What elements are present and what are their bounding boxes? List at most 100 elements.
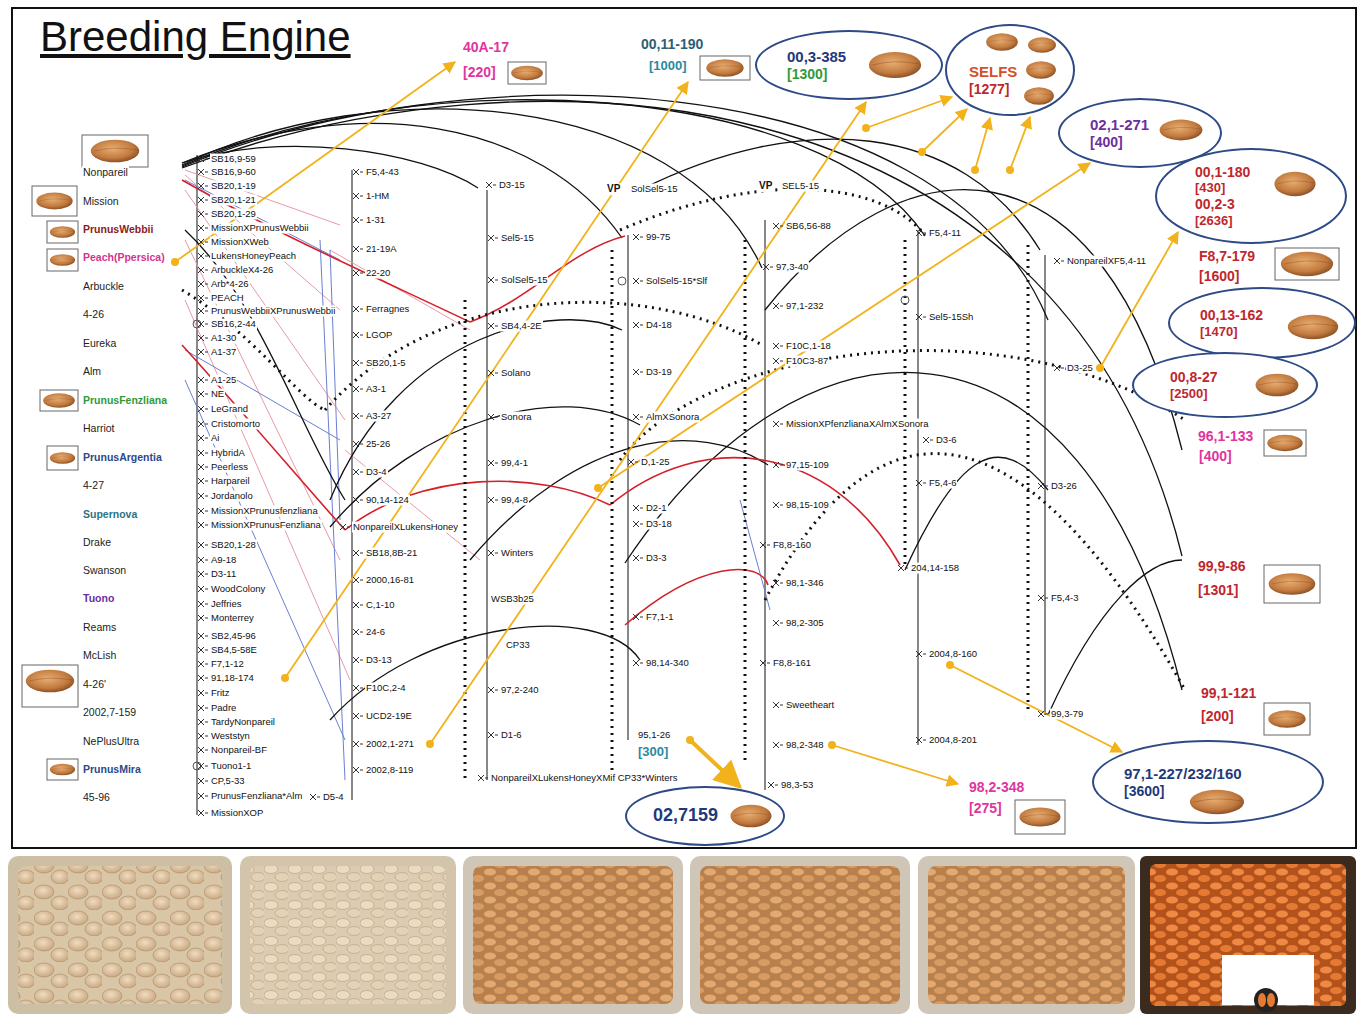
parent-label: Supernova bbox=[82, 508, 138, 520]
selection-label: A1-37 bbox=[210, 347, 237, 358]
cross-mark bbox=[198, 321, 208, 327]
selection-label: SB4,5-58E bbox=[210, 645, 258, 656]
cross-mark bbox=[198, 810, 208, 816]
selection-label: ArbuckleX4-26 bbox=[210, 265, 274, 276]
callout-ellipse: 00,8-27[2500] bbox=[1132, 352, 1318, 418]
almond-photo bbox=[985, 32, 1019, 52]
callout-ellipse: 02,7159 bbox=[625, 786, 785, 846]
cross-mark bbox=[198, 464, 208, 470]
selection-label: 97,15-109 bbox=[785, 460, 830, 471]
cross-mark bbox=[198, 377, 208, 383]
cross-mark bbox=[1038, 711, 1048, 717]
almond-photo bbox=[1158, 118, 1204, 142]
almond-photo bbox=[1027, 36, 1057, 54]
cross-mark bbox=[633, 521, 643, 527]
selection-label: A3-1 bbox=[365, 384, 387, 395]
cross-mark bbox=[198, 169, 208, 175]
callout-number: [200] bbox=[1200, 708, 1235, 724]
callout-number: 99,9-86 bbox=[1197, 558, 1246, 574]
cross-mark bbox=[898, 565, 908, 571]
cross-mark bbox=[198, 335, 208, 341]
selection-label: 98,14-340 bbox=[645, 658, 690, 669]
selection-label: Solano bbox=[500, 368, 532, 379]
selection-number: 00,2-3 bbox=[1195, 196, 1235, 213]
selection-label: Nonpareil-BF bbox=[210, 745, 268, 756]
cross-mark bbox=[916, 737, 926, 743]
cross-mark bbox=[633, 414, 643, 420]
selection-label: A9-18 bbox=[210, 555, 237, 566]
cross-mark bbox=[198, 435, 208, 441]
cross-mark bbox=[198, 225, 208, 231]
selection-label: Sel5-15 bbox=[500, 233, 535, 244]
selection-label: Sonora bbox=[500, 412, 533, 423]
selection-label: SB20,1-21 bbox=[210, 195, 257, 206]
selection-label: 99,4-1 bbox=[500, 458, 529, 469]
selection-label: 97,2-240 bbox=[500, 685, 540, 696]
selection-label: Arb*4-26 bbox=[210, 279, 250, 290]
selection-label: 2004,8-201 bbox=[928, 735, 978, 746]
selection-label: NonpareilXLukensHoney bbox=[352, 522, 459, 533]
selection-label: F7,1-12 bbox=[210, 659, 245, 670]
selection-number: [1300] bbox=[787, 66, 827, 83]
parent-label: Alm bbox=[82, 365, 102, 377]
cross-mark bbox=[773, 343, 783, 349]
selection-label: SB6,56-88 bbox=[785, 221, 832, 232]
cross-mark bbox=[198, 493, 208, 499]
cross-mark bbox=[198, 719, 208, 725]
selection-label: 204,14-158 bbox=[910, 563, 960, 574]
almond-photo bbox=[867, 50, 923, 80]
cross-mark bbox=[198, 675, 208, 681]
cross-mark bbox=[353, 469, 363, 475]
cross-mark bbox=[198, 508, 208, 514]
selection-label: AlmXSonora bbox=[645, 412, 700, 423]
cross-mark bbox=[198, 253, 208, 259]
cross-mark bbox=[488, 323, 498, 329]
cross-mark bbox=[773, 421, 783, 427]
selection-number: 97,1-227/232/160 bbox=[1124, 765, 1242, 783]
selection-label: 90,14-124 bbox=[365, 495, 410, 506]
selection-label: SB20,1-5 bbox=[365, 358, 407, 369]
selection-label: SB16,2-44 bbox=[210, 319, 257, 330]
cross-mark bbox=[760, 542, 770, 548]
almond-photo bbox=[1188, 788, 1246, 816]
selection-label: D3-19 bbox=[645, 367, 673, 378]
cross-mark bbox=[478, 775, 488, 781]
parent-label: Mission bbox=[82, 195, 120, 207]
selection-number: 00,8-27 bbox=[1170, 369, 1217, 386]
selection-label: Sel5-15Sh bbox=[928, 312, 974, 323]
selection-label: D4-18 bbox=[645, 320, 673, 331]
callout-number: [275] bbox=[968, 800, 1003, 816]
cross-mark bbox=[198, 156, 208, 162]
callout-number: F8,7-179 bbox=[1198, 248, 1256, 264]
selection-number: [2500] bbox=[1170, 386, 1208, 402]
selection-label: D3-25 bbox=[1066, 363, 1094, 374]
parent-label: PrunusFenzliana bbox=[82, 394, 168, 406]
cross-mark bbox=[198, 647, 208, 653]
callout-ellipse: 00,13-162[1470] bbox=[1168, 287, 1356, 359]
selection-number: 00,13-162 bbox=[1200, 307, 1263, 324]
selection-label: C,1-10 bbox=[365, 600, 396, 611]
parent-label: 45-96 bbox=[82, 791, 111, 803]
selection-label: SB20,1-19 bbox=[210, 181, 257, 192]
selection-label: D3-15 bbox=[498, 180, 526, 191]
cross-mark bbox=[198, 542, 208, 548]
selection-number: SELFS bbox=[969, 63, 1017, 81]
cross-mark bbox=[198, 406, 208, 412]
selection-label: D,1-25 bbox=[640, 457, 671, 468]
cross-mark bbox=[1054, 365, 1064, 371]
callout-number: [300] bbox=[637, 745, 669, 760]
callout-number: 98,2-348 bbox=[968, 779, 1025, 795]
cross-mark bbox=[773, 462, 783, 468]
cross-mark bbox=[1038, 483, 1048, 489]
cross-mark bbox=[353, 217, 363, 223]
callout-number: [400] bbox=[1198, 448, 1233, 464]
parent-label: Nonpareil bbox=[82, 166, 129, 178]
cross-mark bbox=[488, 460, 498, 466]
cross-mark bbox=[353, 577, 363, 583]
selection-label: NonpareilXF5,4-11 bbox=[1066, 256, 1147, 267]
cross-mark bbox=[633, 278, 643, 284]
selection-label: Ai bbox=[210, 433, 220, 444]
cross-mark bbox=[198, 281, 208, 287]
cross-mark bbox=[353, 246, 363, 252]
parent-label: Reams bbox=[82, 621, 117, 633]
